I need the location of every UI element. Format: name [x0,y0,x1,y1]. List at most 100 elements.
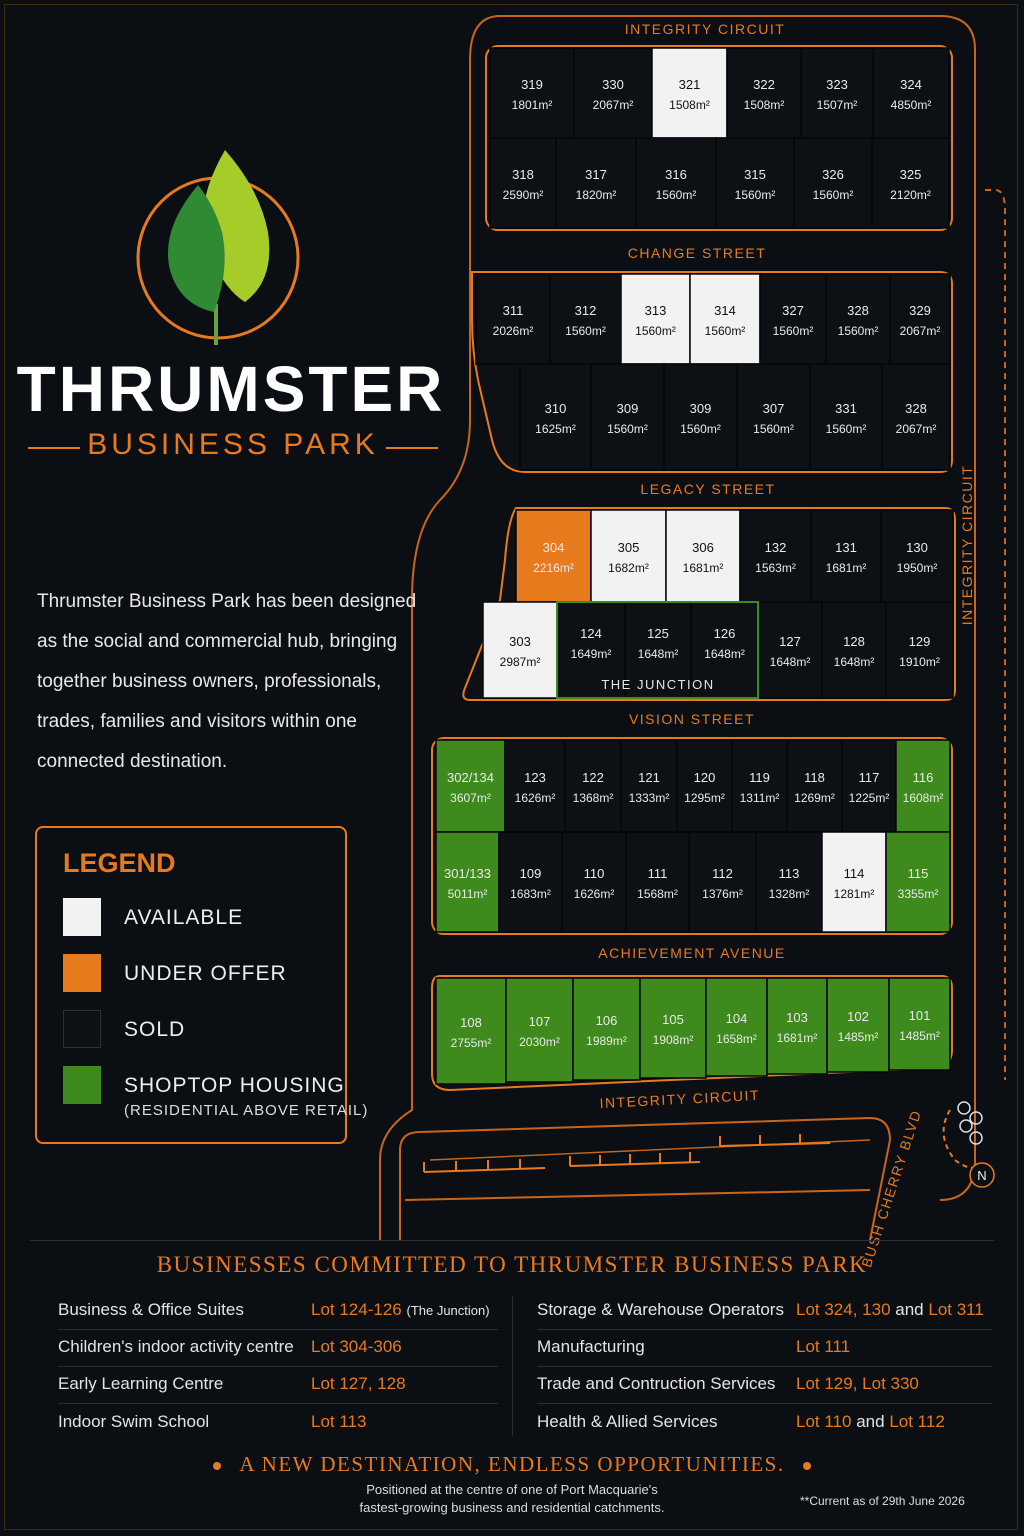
business-name: Children's indoor activity centre [58,1337,294,1356]
legend-title: LEGEND [63,848,176,878]
lot-shape [821,831,887,933]
bullet-icon [803,1462,811,1470]
road-outline [379,15,1006,1241]
lot-area: 2067m² [896,422,937,436]
lot-shape [665,509,741,603]
north-arrow-icon [969,1162,995,1188]
lot-number: 118 [804,770,825,785]
lot-number: 122 [582,770,604,785]
lot-shape [639,977,707,1079]
lot-area: 2026m² [493,324,534,338]
lot-number: 117 [859,770,880,785]
lot-area: 1648m² [704,647,745,661]
north-label: N [977,1168,986,1183]
business-lot: Lot 124-126 (The Junction) [311,1300,490,1320]
north-compass: N [942,1101,995,1188]
legend-swatch [63,898,101,936]
business-lot: Lot 110 and Lot 112 [796,1412,945,1432]
lot-number: 124 [580,626,602,641]
lot-number: 301/133 [444,866,491,881]
sub-tagline: fastest-growing business and residential… [359,1500,665,1515]
lot-number: 108 [460,1015,482,1030]
lot-number: 110 [584,866,605,881]
lot-shape [810,509,882,603]
lot-area: 1508m² [744,98,785,112]
lot-number: 123 [524,770,546,785]
street-integrity-circuit-bottom: INTEGRITY CIRCUIT [599,1087,760,1111]
lot-shape [766,977,828,1075]
lot-area: 3607m² [450,791,491,805]
legend-note: (RESIDENTIAL ABOVE RETAIL) [124,1102,369,1119]
junction-label: THE JUNCTION [601,677,714,692]
lot-shape [676,739,733,833]
lot-area: 1648m² [770,655,811,669]
lot-shape [556,601,626,699]
lot-shape [793,137,873,229]
lot-area: 1560m² [735,188,776,202]
lot-shape [872,47,950,139]
